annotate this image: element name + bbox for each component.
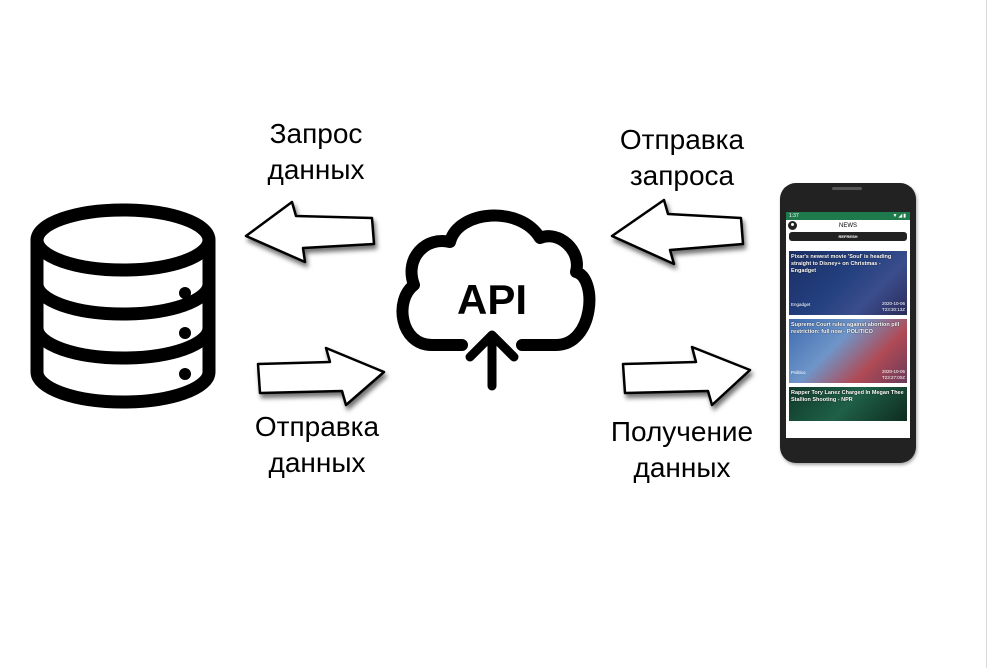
database-indicator-dots	[179, 287, 191, 380]
phone-speaker	[832, 187, 862, 190]
news-card[interactable]: Supreme Court rules against abortion pil…	[789, 319, 907, 383]
cloud-icon	[396, 209, 596, 351]
database-icon	[30, 203, 216, 409]
label-receive-data-line2: данных	[633, 452, 731, 483]
label-send-request: Отправка запроса	[609, 122, 755, 194]
app-title: NEWS	[839, 223, 857, 229]
news-date: 2020-10-05 T23:27:00Z	[881, 369, 905, 380]
status-bar: 1:37 ▼◢▮	[786, 212, 910, 220]
label-send-request-line2: запроса	[629, 160, 735, 191]
account-icon[interactable]	[788, 221, 797, 230]
label-request-data: Запрос данных	[256, 116, 376, 188]
news-source: Engadget	[791, 302, 811, 307]
smartphone-mockup: 1:37 ▼◢▮ NEWS REFRESH Pixar's newest mov…	[780, 183, 916, 463]
page-edge-line	[986, 0, 987, 668]
phone-screen: 1:37 ▼◢▮ NEWS REFRESH Pixar's newest mov…	[786, 212, 910, 438]
app-header: NEWS	[786, 220, 910, 232]
news-card[interactable]: Rapper Tory Lanez Charged In Megan Thee …	[789, 387, 907, 421]
label-send-data: Отправка данных	[246, 409, 388, 481]
status-time: 1:37	[789, 213, 799, 219]
label-request-data-line2: данных	[267, 154, 365, 185]
label-request-data-line1: Запрос	[269, 118, 363, 149]
label-receive-data-line1: Получение	[610, 416, 754, 447]
refresh-button[interactable]: REFRESH	[789, 232, 907, 241]
label-receive-data: Получение данных	[601, 414, 763, 486]
arrow-request-data	[244, 200, 376, 264]
news-source: Politico	[791, 370, 806, 375]
api-label: API	[457, 276, 527, 323]
arrow-receive-data	[621, 345, 752, 407]
news-title: Pixar's newest movie 'Soul' is heading s…	[791, 254, 892, 274]
news-date: 2020-10-06 T23:30:13Z	[881, 301, 905, 312]
status-icons: ▼◢▮	[892, 213, 907, 219]
arrow-send-request	[610, 198, 745, 266]
news-title: Supreme Court rules against abortion pil…	[791, 322, 900, 335]
arrow-send-data	[256, 346, 386, 407]
upload-arrow-icon	[465, 330, 519, 391]
label-send-data-line2: данных	[268, 447, 366, 478]
label-send-request-line1: Отправка	[619, 124, 745, 155]
news-title: Rapper Tory Lanez Charged In Megan Thee …	[791, 390, 904, 403]
label-send-data-line1: Отправка	[254, 411, 380, 442]
news-card[interactable]: Pixar's newest movie 'Soul' is heading s…	[789, 251, 907, 315]
